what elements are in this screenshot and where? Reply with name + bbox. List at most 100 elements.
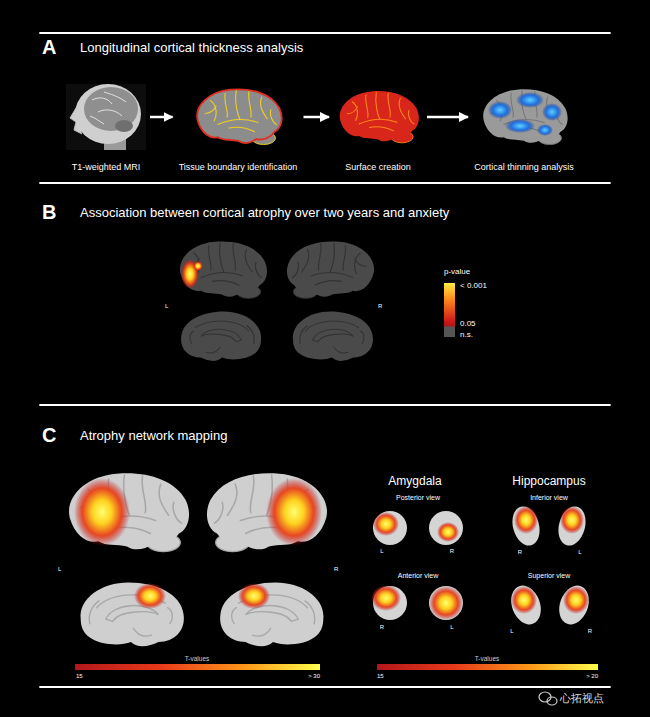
t-value-colorbars [377, 664, 598, 670]
colorbar-tick: 0.05 [460, 320, 476, 329]
wechat-icon [547, 697, 557, 705]
wechat-icon [539, 692, 551, 702]
view-label: Anterior view [398, 572, 438, 580]
process-step: Cortical thinning analysis [472, 84, 576, 174]
step-caption: Tissue boundary identification [179, 162, 298, 173]
view-label: Inferior view [530, 494, 568, 502]
network-brains [220, 583, 323, 647]
wechat-icon [539, 692, 557, 705]
amygdala-views [429, 586, 463, 620]
cortical-thinning-brain [542, 103, 562, 121]
network-brains [69, 473, 327, 646]
t-value-colorbars [75, 664, 598, 670]
flow-arrow [150, 116, 173, 119]
cortical-thinning-brain [483, 89, 567, 144]
process-step: T1-weighted MRI [66, 84, 146, 174]
hemisphere-label: L [578, 549, 581, 556]
hemisphere-label: R [450, 548, 454, 555]
watermark: 心拓视点 [560, 692, 604, 704]
network-brains [134, 583, 166, 609]
atrophy-brains [180, 241, 374, 361]
hemisphere-label: R [378, 303, 382, 310]
hippocampus-views [506, 503, 594, 628]
amygdala-views [373, 511, 407, 545]
p-value-colorbar [444, 283, 455, 337]
step-caption: Cortical thinning analysis [474, 162, 574, 173]
mri-slice [84, 87, 138, 131]
process-step: Surface creation [333, 84, 423, 174]
cortical-thinning-brain [537, 124, 553, 136]
structure-title: Amygdala [388, 475, 441, 488]
amygdala-views [429, 586, 463, 620]
amygdala-views [371, 511, 463, 620]
colorbar-tick: > 30 [308, 673, 320, 680]
amygdala-views [437, 522, 459, 542]
view-label: Posterior view [396, 494, 440, 502]
amygdala-views [371, 585, 401, 611]
structure-title: Hippocampus [512, 475, 585, 488]
cortical-thinning-brain [516, 92, 544, 108]
panel-letter: B [42, 201, 56, 223]
amygdala-views [373, 512, 399, 536]
colorbar-tick: 15 [377, 673, 384, 680]
hemisphere-label: R [380, 624, 384, 631]
amygdala-views [429, 511, 463, 545]
colorbar-tick: < 0.001 [460, 282, 487, 291]
step-caption: Surface creation [345, 162, 411, 173]
network-brains [207, 473, 327, 551]
hippocampus-views [560, 506, 584, 534]
surface-brain [340, 91, 419, 143]
hemisphere-label: L [450, 624, 453, 631]
colorbar-title: T-values [185, 655, 210, 662]
hemisphere-label: R [518, 549, 522, 556]
colorbar-title: p-value [444, 268, 470, 277]
network-brains [81, 583, 184, 647]
hippocampus-views [563, 586, 589, 614]
atrophy-brains [193, 261, 203, 271]
mri-slice [115, 120, 133, 132]
tissue-boundary-brain [197, 89, 281, 144]
surface-brain [340, 91, 419, 143]
tissue-boundary-brain [197, 89, 281, 144]
hippocampus-views [514, 506, 538, 534]
flow-arrow [427, 116, 468, 119]
network-brains [74, 478, 130, 546]
mri-slice [66, 84, 146, 150]
atrophy-brains [181, 312, 261, 361]
colorbar-title: T-values [475, 655, 500, 662]
panel-title: Atrophy network mapping [80, 429, 227, 443]
p-value-colorbar [444, 283, 455, 337]
hippocampus-views [506, 581, 546, 628]
process-step: Tissue boundary identification [177, 84, 300, 174]
atrophy-brains [180, 241, 267, 298]
mri-slice [70, 108, 82, 134]
separator-lines [40, 182, 610, 184]
colorbar-tick: > 20 [586, 673, 598, 680]
hemisphere-label: R [334, 566, 338, 573]
mri-slice [90, 92, 126, 124]
mri-slice [75, 84, 141, 144]
colorbar-tick: n.s. [460, 331, 473, 340]
network-brains [69, 473, 189, 551]
panel-letter: A [42, 36, 56, 58]
cortical-thinning-brain [505, 119, 535, 133]
hemisphere-label: R [588, 628, 592, 635]
cortical-thinning-brain [488, 101, 512, 119]
hemisphere-label: L [380, 548, 383, 555]
separator-lines [40, 33, 610, 687]
colorbar-tick: 15 [76, 673, 83, 680]
hemisphere-label: L [510, 628, 513, 635]
separator-lines [40, 32, 610, 34]
hippocampus-views [508, 503, 543, 548]
network-brains [238, 583, 270, 609]
atrophy-brains [293, 312, 373, 361]
panel-title: Association between cortical atrophy ove… [80, 206, 449, 220]
separator-lines [40, 404, 610, 406]
hippocampus-views [554, 581, 594, 628]
hippocampus-views [511, 586, 537, 614]
panel-letter: C [42, 424, 56, 446]
